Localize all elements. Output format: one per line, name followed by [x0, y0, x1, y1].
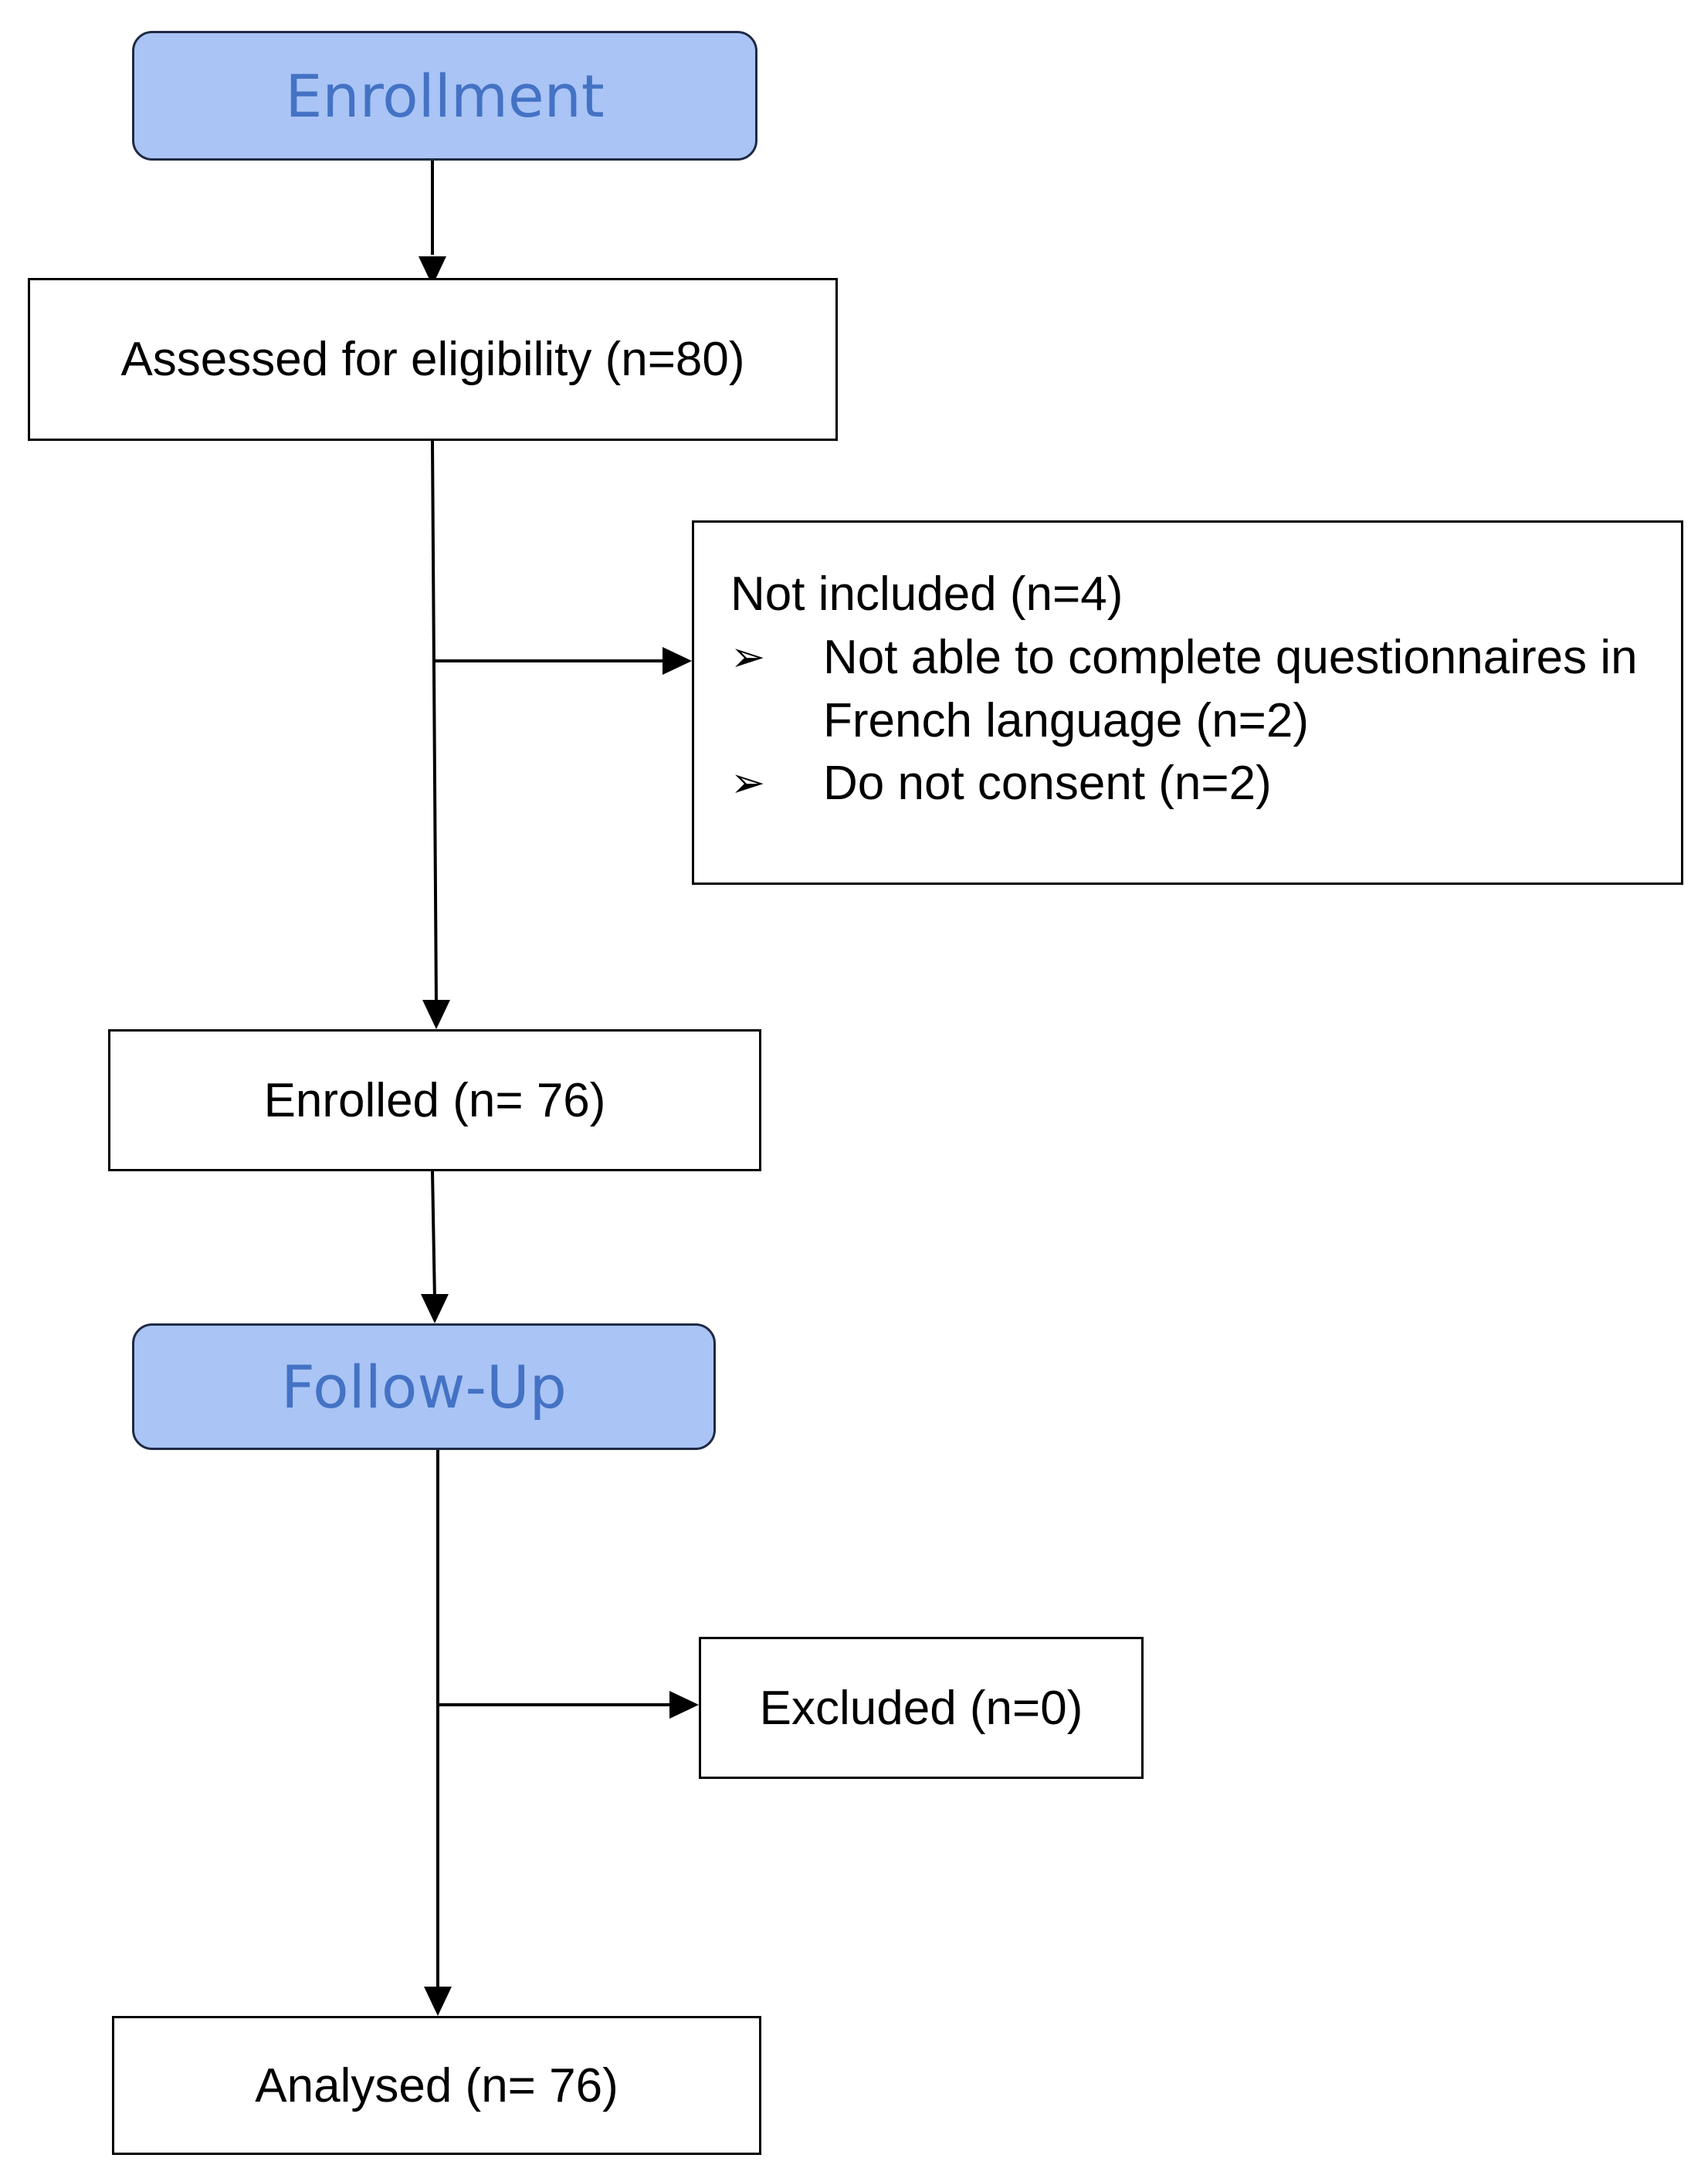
- analysed-label: Analysed (n= 76): [255, 2058, 618, 2112]
- arrowhead-followup: [421, 1294, 449, 1323]
- not-included-box: Not included (n=4) ➢ Not able to complet…: [692, 520, 1683, 885]
- arrowhead-bullet-icon: ➢: [730, 633, 766, 680]
- arrowhead-not-included: [663, 647, 692, 675]
- enrolled-label: Enrolled (n= 76): [263, 1073, 606, 1127]
- enrolled-box: Enrolled (n= 76): [108, 1029, 761, 1171]
- arrow-assessed-to-enrolled: [431, 440, 438, 1007]
- arrowhead-excluded: [669, 1691, 699, 1719]
- followup-stage-box: Follow-Up: [132, 1323, 716, 1450]
- assessed-label: Assessed for eligibility (n=80): [120, 333, 745, 386]
- excluded-label: Excluded (n=0): [759, 1681, 1083, 1735]
- list-item: ➢ Do not consent (n=2): [730, 752, 1681, 815]
- reason-text: Not able to complete questionnaires in F…: [823, 630, 1638, 747]
- excluded-box: Excluded (n=0): [699, 1637, 1144, 1779]
- arrow-enrolled-to-followup: [431, 1171, 436, 1301]
- analysed-box: Analysed (n= 76): [112, 2016, 761, 2155]
- arrowhead-bullet-icon: ➢: [730, 760, 766, 807]
- enrollment-stage-box: Enrollment: [132, 31, 757, 161]
- assessed-box: Assessed for eligibility (n=80): [28, 278, 838, 441]
- list-item: ➢ Not able to complete questionnaires in…: [730, 626, 1681, 753]
- arrowhead-assessed: [419, 256, 446, 286]
- followup-stage-label: Follow-Up: [281, 1352, 567, 1421]
- arrowhead-enrolled: [422, 1000, 450, 1029]
- enrollment-stage-label: Enrollment: [285, 61, 605, 130]
- not-included-title: Not included (n=4): [730, 567, 1123, 621]
- arrowhead-analysed: [424, 1987, 452, 2016]
- reason-text: Do not consent (n=2): [823, 757, 1272, 811]
